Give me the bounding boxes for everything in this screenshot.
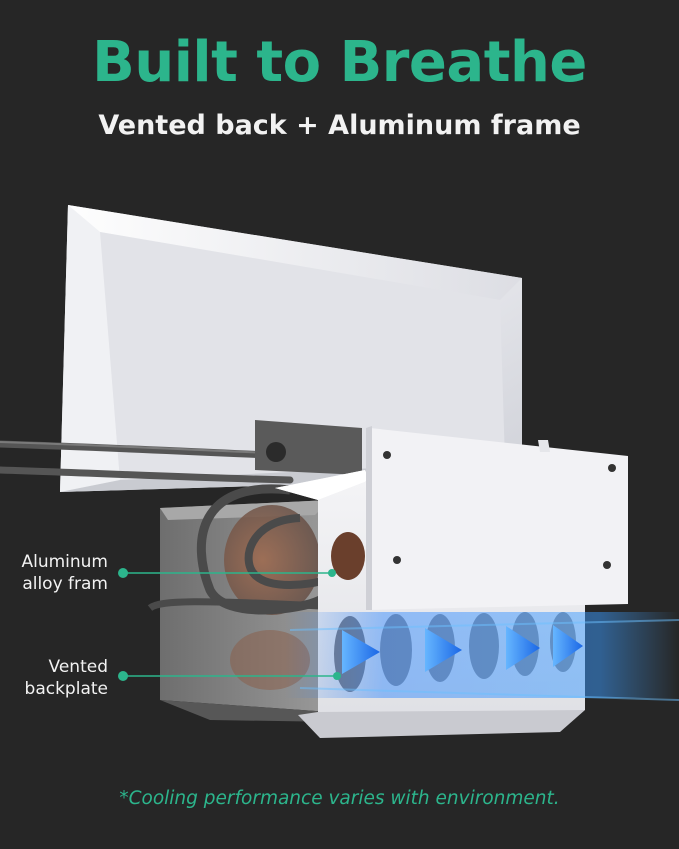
callout-vented-backplate: Vented backplate <box>8 656 108 700</box>
airflow-arrow-icon <box>342 630 380 674</box>
airflow-graphic <box>285 612 679 701</box>
rear-housing <box>147 484 340 722</box>
callout-line: Vented <box>48 657 108 677</box>
callout-line: backplate <box>24 679 108 699</box>
callout-aluminum-frame: Aluminum alloy fram <box>8 551 108 595</box>
airflow-arrow-icon <box>425 628 462 672</box>
display-panel <box>60 205 522 492</box>
headline: Built to Breathe <box>92 30 587 95</box>
mounting-plate <box>366 426 628 610</box>
callout-line: Aluminum <box>21 552 108 572</box>
callout-line: alloy fram <box>22 574 108 594</box>
callout-leaders <box>118 568 341 681</box>
airflow-arrow-icon <box>553 625 583 667</box>
subheadline: Vented back + Aluminum frame <box>98 110 581 141</box>
footnote: *Cooling performance varies with environ… <box>119 788 560 809</box>
airflow-arrow-icon <box>506 626 540 670</box>
